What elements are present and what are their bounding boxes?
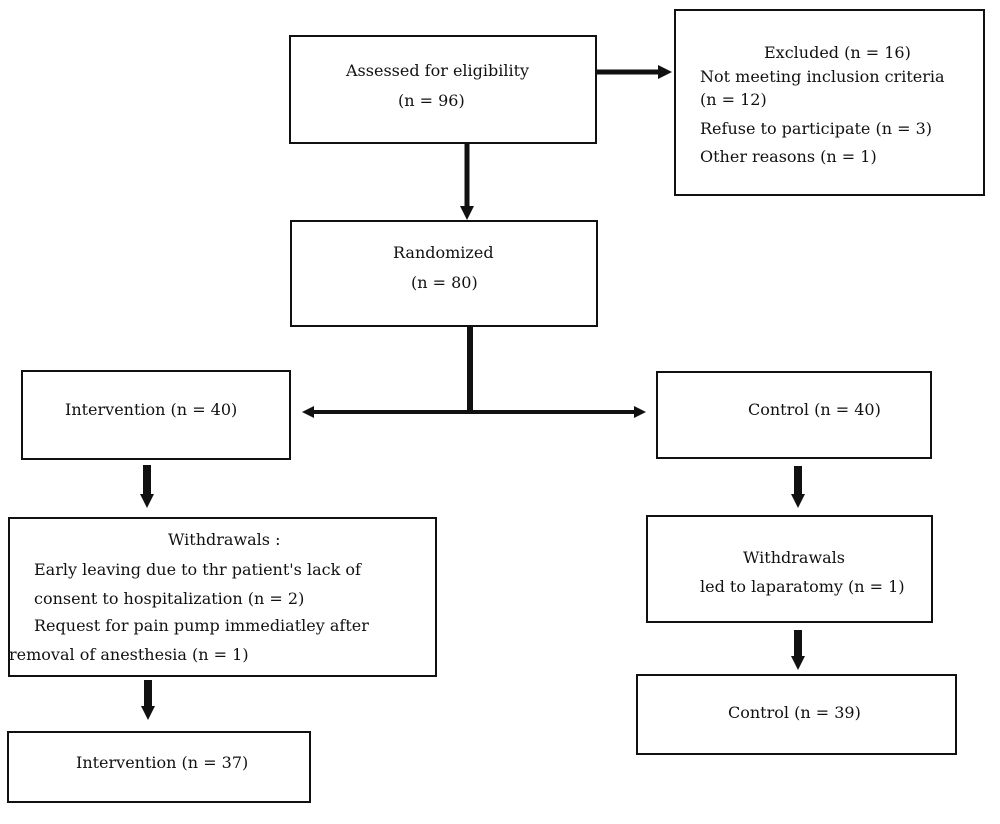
excluded-refuse: Refuse to participate (n = 3) bbox=[700, 119, 933, 138]
withdrawals-intervention-title: Withdrawals : bbox=[168, 530, 281, 549]
arrow-to-randomized bbox=[460, 144, 474, 220]
assessed-label: Assessed for eligibility bbox=[346, 61, 530, 80]
control-label: Control (n = 40) bbox=[748, 400, 881, 419]
arrow-to-excluded bbox=[597, 65, 672, 79]
arrow-split bbox=[302, 326, 646, 418]
control-box: Control (n = 40) bbox=[656, 371, 932, 459]
withdrawals-control-title: Withdrawals bbox=[743, 548, 846, 567]
arrow-withdrawals-control-down bbox=[791, 630, 805, 670]
withdrawals-intervention-line4: removal of anesthesia (n = 1) bbox=[9, 645, 249, 664]
excluded-criteria-count: (n = 12) bbox=[700, 90, 767, 109]
randomized-box: Randomized (n = 80) bbox=[290, 220, 598, 327]
final-intervention-box: Intervention (n = 37) bbox=[7, 731, 311, 803]
withdrawals-control-line1: led to laparatomy (n = 1) bbox=[700, 577, 905, 596]
intervention-label: Intervention (n = 40) bbox=[65, 400, 238, 419]
randomized-count: (n = 80) bbox=[411, 273, 478, 292]
final-control-label: Control (n = 39) bbox=[728, 703, 861, 722]
intervention-box: Intervention (n = 40) bbox=[21, 370, 291, 460]
assessed-box: Assessed for eligibility (n = 96) bbox=[289, 35, 597, 144]
arrow-control-down bbox=[791, 466, 805, 508]
excluded-box: Excluded (n = 16) Not meeting inclusion … bbox=[674, 9, 985, 196]
final-control-box: Control (n = 39) bbox=[636, 674, 957, 755]
excluded-other: Other reasons (n = 1) bbox=[700, 147, 877, 166]
randomized-label: Randomized bbox=[393, 243, 494, 262]
withdrawals-intervention-line2: consent to hospitalization (n = 2) bbox=[34, 589, 305, 608]
withdrawals-control-box: Withdrawals led to laparatomy (n = 1) bbox=[646, 515, 933, 623]
assessed-count: (n = 96) bbox=[398, 91, 465, 110]
arrow-withdrawals-intervention-down bbox=[141, 680, 155, 720]
excluded-criteria: Not meeting inclusion criteria bbox=[700, 67, 945, 86]
final-intervention-label: Intervention (n = 37) bbox=[76, 753, 249, 772]
arrow-intervention-down bbox=[140, 465, 154, 508]
withdrawals-intervention-box: Withdrawals : Early leaving due to thr p… bbox=[8, 517, 437, 677]
withdrawals-intervention-line3: Request for pain pump immediatley after bbox=[34, 616, 369, 635]
withdrawals-intervention-line1: Early leaving due to thr patient's lack … bbox=[34, 560, 361, 579]
excluded-title: Excluded (n = 16) bbox=[764, 43, 911, 62]
